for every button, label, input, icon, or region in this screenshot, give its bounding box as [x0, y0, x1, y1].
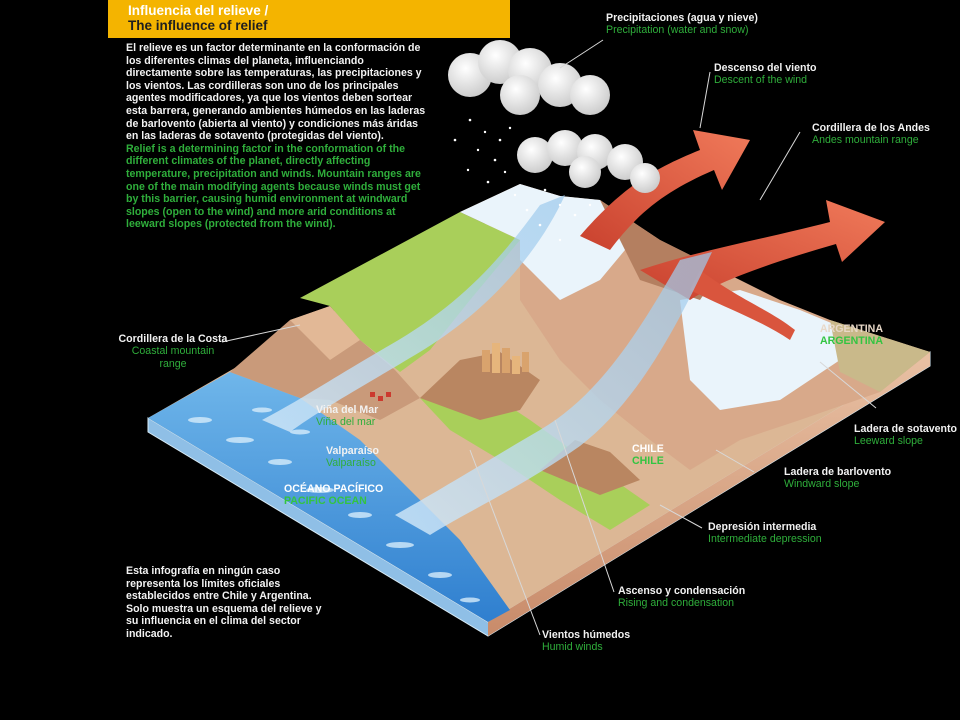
label-depression-es: Depresión intermedia — [708, 521, 817, 533]
label-andes-en: Andes mountain range — [812, 134, 919, 147]
label-ocean-en: PACIFIC OCEAN — [284, 495, 367, 508]
leader-lines — [221, 39, 877, 636]
label-descent-en: Descent of the wind — [714, 74, 808, 87]
disclaimer-text: Esta infografía en ningún caso represent… — [126, 565, 322, 640]
label-windward: Ladera de barlovento Windward slope — [784, 466, 891, 491]
label-pacific-ocean: OCÉANO PACÍFICO PACIFIC OCEAN — [284, 483, 383, 508]
ocean-waves — [188, 407, 480, 603]
andes-snow-south — [680, 290, 860, 410]
label-andes-es: Cordillera de los Andes — [812, 122, 930, 134]
intro-spanish: El relieve es un factor determinante en … — [126, 42, 426, 143]
cloud-top — [448, 40, 610, 115]
label-chile-en: CHILE — [632, 455, 664, 468]
cloud-lower — [517, 130, 660, 193]
label-humid-es: Vientos húmedos — [542, 629, 631, 641]
label-leeward: Ladera de sotavento Leeward slope — [854, 423, 957, 448]
label-ocean-es: OCÉANO PACÍFICO — [284, 483, 384, 495]
label-precipitation: Precipitaciones (agua y nieve) Precipita… — [606, 12, 758, 37]
label-leeward-es: Ladera de sotavento — [854, 423, 958, 435]
label-valparaiso-en: Valparaíso — [326, 457, 376, 470]
label-chile: CHILE CHILE — [632, 443, 664, 468]
label-depression: Depresión intermedia Intermediate depres… — [708, 521, 822, 546]
label-leeward-en: Leeward slope — [854, 435, 923, 448]
title-spanish: Influencia del relieve / — [128, 3, 269, 18]
label-vina-en: Viña del mar — [316, 416, 376, 429]
intro-text-block: El relieve es un factor determinante en … — [126, 42, 430, 231]
label-valparaiso-es: Valparaíso — [326, 445, 379, 457]
pacific-ocean — [148, 372, 510, 622]
label-coastal-range: Cordillera de la Costa Coastal mountain … — [118, 333, 228, 370]
label-coastal-es: Cordillera de la Costa — [118, 333, 228, 345]
title-bar — [108, 0, 510, 38]
argentina-plains — [830, 320, 930, 392]
block-side-face — [488, 352, 930, 636]
coastal-range — [230, 306, 420, 420]
label-descent-es: Descenso del viento — [714, 62, 817, 74]
title-english: The influence of relief — [128, 18, 268, 33]
label-depression-en: Intermediate depression — [708, 533, 822, 546]
label-vina-es: Viña del Mar — [316, 404, 379, 416]
label-argentina-es: ARGENTINA — [820, 323, 883, 335]
label-coastal-en2: range — [159, 357, 187, 370]
label-valparaiso: Valparaíso Valparaíso — [326, 445, 379, 470]
label-rising-es: Ascenso y condensación — [618, 585, 746, 597]
label-descent: Descenso del viento Descent of the wind — [714, 62, 816, 87]
label-chile-es: CHILE — [632, 443, 664, 455]
label-windward-en: Windward slope — [784, 478, 860, 491]
label-humid-en: Humid winds — [542, 641, 603, 654]
label-vina-del-mar: Viña del Mar Viña del mar — [316, 404, 378, 429]
label-rising: Ascenso y condensación Rising and conden… — [618, 585, 745, 610]
city-valparaiso — [370, 392, 391, 401]
green-valley — [300, 212, 520, 372]
label-precipitation-en: Precipitation (water and snow) — [606, 24, 749, 37]
andes-snow — [460, 184, 640, 300]
precipitation-dots — [453, 118, 592, 242]
label-precipitation-es: Precipitaciones (agua y nieve) — [606, 12, 758, 24]
label-coastal-en: Coastal mountain — [131, 345, 215, 358]
humid-wind-band-south — [395, 252, 712, 535]
label-argentina-en: ARGENTINA — [820, 335, 883, 348]
descent-arrow-tail — [690, 270, 795, 340]
descent-arrow-north — [580, 130, 750, 250]
coastal-range-shade — [290, 306, 360, 360]
city-vina-del-mar — [482, 343, 529, 374]
label-windward-es: Ladera de barlovento — [784, 466, 892, 478]
intro-english: Relief is a determining factor in the co… — [126, 142, 421, 231]
label-argentina: ARGENTINA ARGENTINA — [820, 323, 883, 348]
label-rising-en: Rising and condensation — [618, 597, 735, 610]
humid-wind-band-north — [262, 195, 565, 432]
label-humid-winds: Vientos húmedos Humid winds — [542, 629, 630, 654]
label-andes: Cordillera de los Andes Andes mountain r… — [812, 122, 930, 147]
